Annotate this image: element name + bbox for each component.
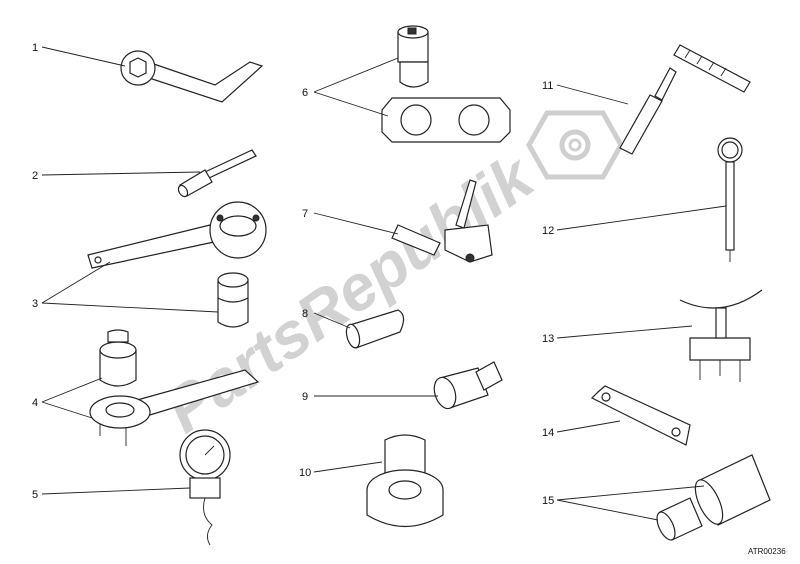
callout-15: 15 (542, 495, 554, 507)
callout-11: 11 (542, 80, 553, 92)
callout-labels: 1 2 3 4 5 6 7 8 9 10 11 12 13 14 15 (32, 42, 554, 507)
tool-7-puller (391, 179, 493, 263)
callout-7: 7 (302, 208, 308, 220)
callout-1: 1 (32, 42, 38, 54)
tool-10-holder (366, 434, 444, 528)
tool-1-hook-wrench (120, 50, 264, 103)
leader-lines (41, 46, 727, 521)
tool-12-dial-indicator (717, 137, 743, 262)
callout-5: 5 (32, 489, 38, 501)
tool-13-puller (679, 289, 763, 382)
tool-6-socket (397, 25, 429, 88)
callout-14: 14 (542, 427, 554, 439)
tool-5-dial-gauge (179, 429, 231, 546)
callout-4: 4 (32, 397, 38, 409)
tool-3-pin-wrench (87, 201, 267, 269)
callout-10: 10 (299, 467, 311, 479)
tool-2-pin-tool (177, 149, 257, 198)
callout-3: 3 (32, 298, 38, 310)
callout-13: 13 (542, 333, 554, 345)
tool-15-sleeve-small (656, 497, 703, 541)
callout-12: 12 (542, 225, 554, 237)
tool-8-cone (345, 309, 405, 349)
tool-4-holder (89, 369, 260, 446)
callout-6: 6 (302, 87, 308, 99)
tool-9-adapter (433, 361, 503, 410)
watermark-text: PartsRepublik (152, 139, 549, 447)
callout-2: 2 (32, 170, 38, 182)
tool-11-t-handle (619, 44, 751, 155)
drawing-code: ATR00236 (748, 547, 786, 556)
watermark-gear-icon (526, 110, 624, 180)
callout-9: 9 (302, 391, 308, 403)
tool-14-flat-wrench (590, 385, 691, 446)
tool-6-splined-plate (381, 97, 511, 143)
tool-15-sleeve-large (694, 454, 771, 526)
tool-4-socket (99, 329, 137, 387)
tool-3-socket (217, 272, 249, 328)
callout-8: 8 (302, 308, 308, 320)
